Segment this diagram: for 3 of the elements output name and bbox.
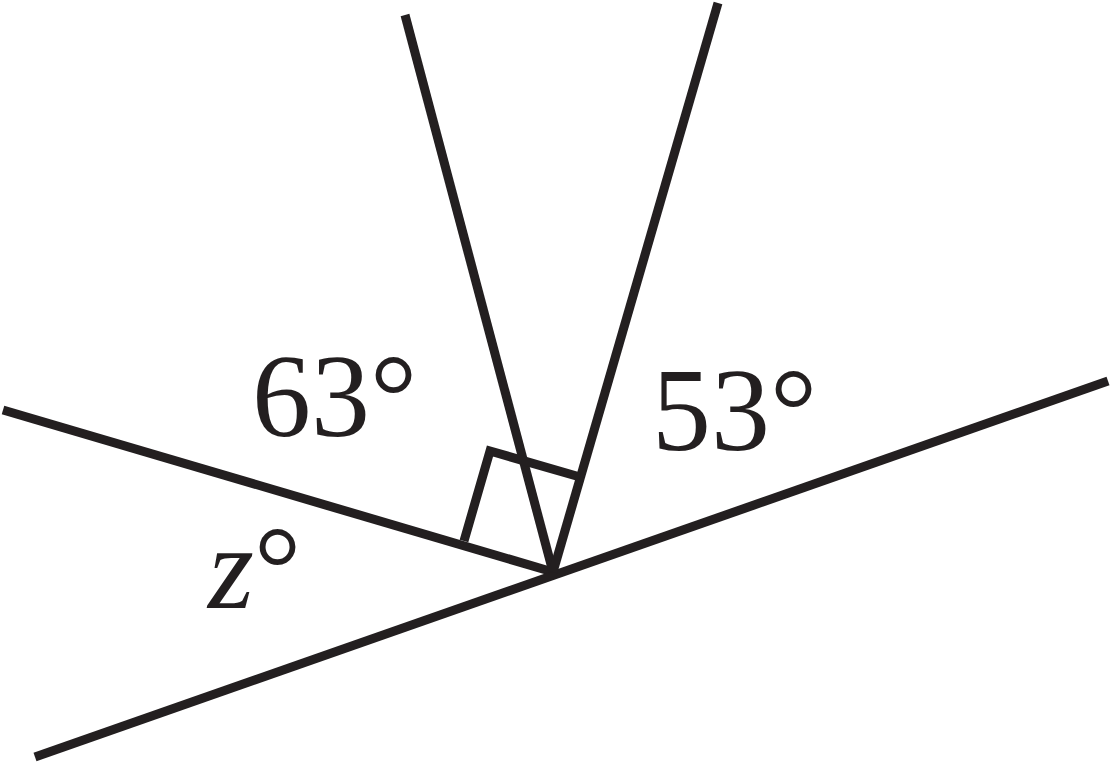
angle-label: z° [208, 510, 302, 628]
angle-label: 63° [252, 338, 418, 456]
angle-label: 53° [652, 352, 818, 470]
